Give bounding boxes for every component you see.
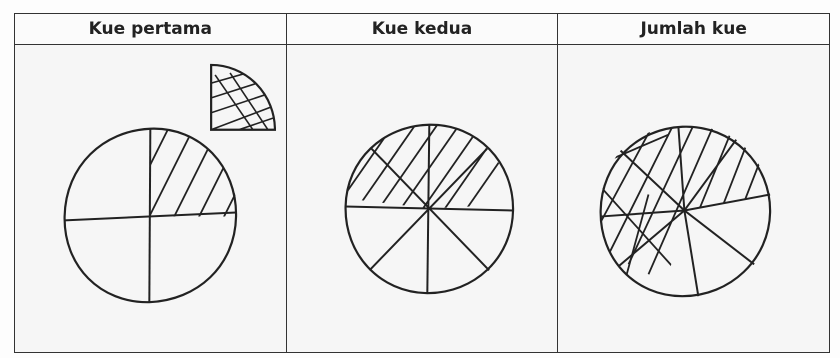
table-header-row: Kue pertama Kue kedua Jumlah kue (15, 14, 830, 45)
header-kue-pertama: Kue pertama (15, 14, 287, 45)
kue-pertama-diagram (15, 45, 286, 352)
cell-kue-pertama (15, 45, 287, 353)
table-row (15, 45, 830, 353)
cropped-instruction-text (0, 0, 840, 6)
kue-kedua-diagram (287, 45, 558, 352)
kue-kedua-dividers (345, 125, 512, 293)
kue-pertama-divider-vertical (149, 129, 150, 302)
header-kue-kedua: Kue kedua (286, 14, 558, 45)
jumlah-kue-diagram (558, 45, 829, 352)
kue-pertama-extra-piece (205, 65, 277, 133)
kue-pertama-shaded-slice (110, 115, 274, 245)
header-jumlah-kue: Jumlah kue (558, 14, 830, 45)
cell-jumlah-kue (558, 45, 830, 353)
fraction-table: Kue pertama Kue kedua Jumlah kue (14, 13, 830, 353)
cell-kue-kedua (286, 45, 558, 353)
